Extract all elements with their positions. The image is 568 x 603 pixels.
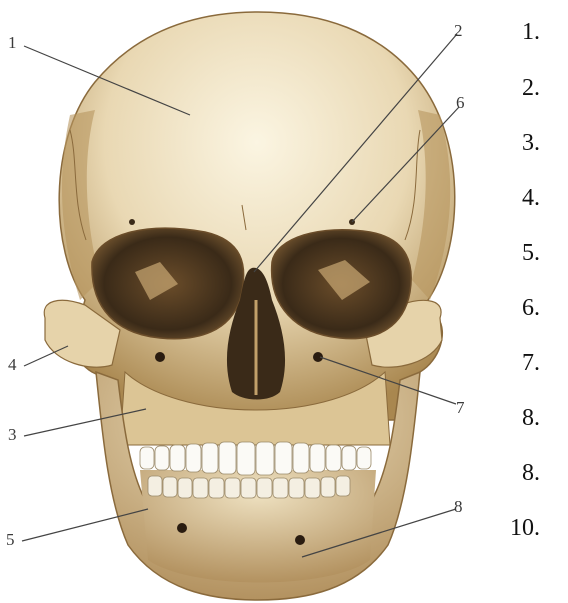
infraorbital-foramen-left [155,352,165,362]
callout-label-5: 5 [6,530,15,549]
answer-item-10: 10. [510,516,540,540]
callout-label-1: 1 [8,33,17,52]
answer-item-5: 5. [522,241,540,265]
callout-label-8: 8 [454,497,463,516]
answer-item-9: 8. [522,461,540,485]
supraorbital-notch-left [129,219,135,225]
callout-label-3: 3 [8,425,17,444]
callout-label-4: 4 [8,355,17,374]
answer-item-3: 3. [522,131,540,155]
answer-item-4: 4. [522,186,540,210]
answer-item-2: 2. [522,76,540,100]
answer-item-7: 7. [522,351,540,375]
mental-foramen-left [177,523,187,533]
answer-item-1: 1. [522,20,540,44]
answer-item-6: 6. [522,296,540,320]
mental-foramen-right [295,535,305,545]
callout-label-2: 2 [454,21,463,40]
callout-label-7: 7 [456,398,465,417]
answer-item-8: 8. [522,406,540,430]
callout-label-6: 6 [456,93,465,112]
